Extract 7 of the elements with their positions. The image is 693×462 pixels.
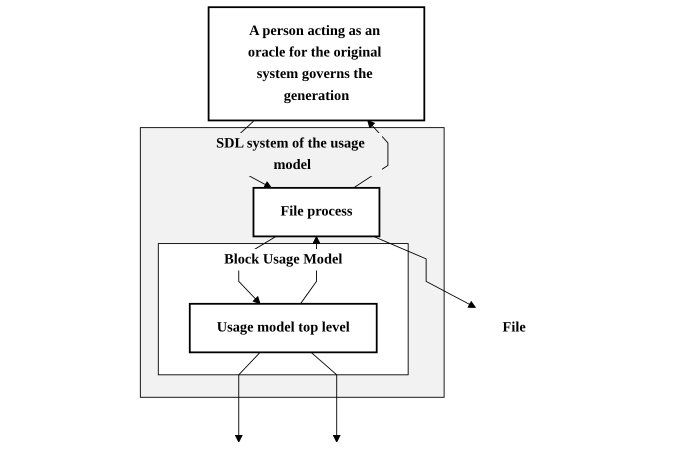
- node-box: File process: [252, 186, 380, 238]
- node-text: File: [502, 320, 526, 336]
- node-box: A person acting as an oracle for the original system governs the generation: [208, 6, 426, 122]
- arrow: [310, 352, 341, 443]
- arrow: [372, 236, 476, 308]
- arrow: [234, 352, 261, 443]
- node-box: Usage model top level: [188, 302, 378, 354]
